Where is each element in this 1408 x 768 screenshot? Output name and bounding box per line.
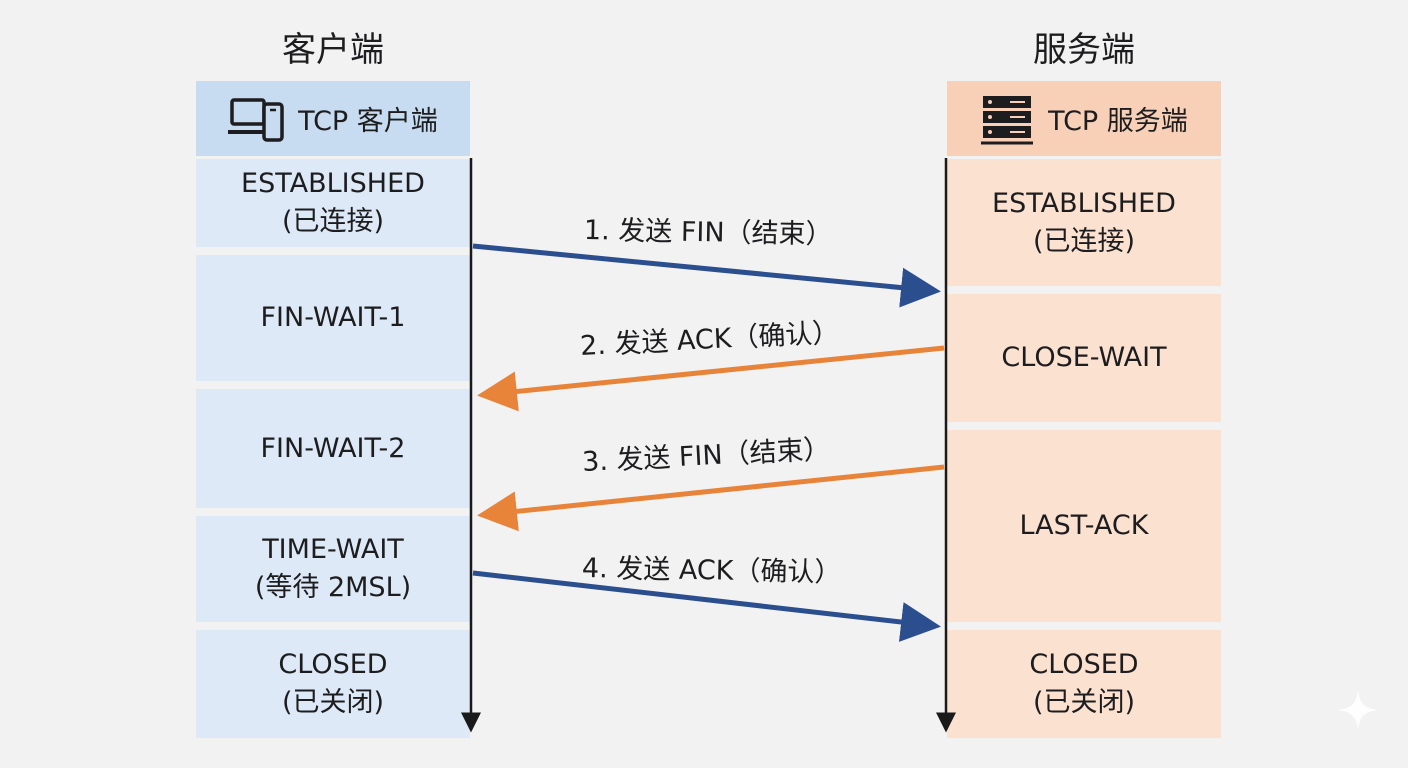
server-icon <box>980 92 1034 146</box>
client-state-fin-wait-2: FIN-WAIT-2 <box>196 389 470 508</box>
server-header: TCP 服务端 <box>947 81 1221 156</box>
server-state-last-ack: LAST-ACK <box>947 430 1221 622</box>
server-header-label: TCP 服务端 <box>1048 106 1188 137</box>
client-state-closed: CLOSED(已关闭) <box>196 630 470 738</box>
message-label-1: 1. 发送 FIN（结束） <box>583 215 833 251</box>
sparkle-icon <box>1336 688 1380 736</box>
server-state-closed: CLOSED(已关闭) <box>947 630 1221 738</box>
message-arrow-2 <box>477 345 945 412</box>
client-state-time-wait: TIME-WAIT(等待 2MSL) <box>196 516 470 622</box>
server-column-title: 服务端 <box>1033 30 1135 70</box>
server-state-established: ESTABLISHED(已连接) <box>947 159 1221 286</box>
message-arrow-4 <box>472 570 941 642</box>
client-state-fin-wait-1: FIN-WAIT-1 <box>196 255 470 381</box>
client-header-label: TCP 客户端 <box>298 106 438 137</box>
message-label-4: 4. 发送 ACK（确认） <box>581 553 842 589</box>
client-column-title: 客户端 <box>282 30 384 70</box>
devices-icon <box>228 94 284 144</box>
client-header: TCP 客户端 <box>196 81 470 156</box>
client-state-established: ESTABLISHED(已连接) <box>196 159 470 247</box>
message-arrow-1 <box>472 243 941 308</box>
server-state-close-wait: CLOSE-WAIT <box>947 294 1221 422</box>
message-arrow-3 <box>477 464 945 532</box>
